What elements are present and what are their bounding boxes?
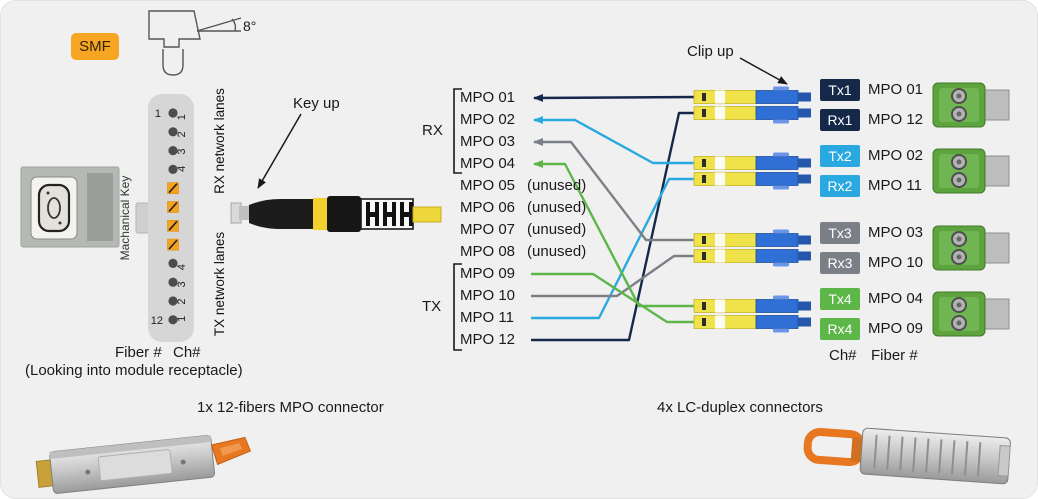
mechanical-key-label: Machanical Key xyxy=(118,176,132,261)
key-up-arrow xyxy=(257,113,302,189)
mpo-row-02: MPO 02 xyxy=(460,110,527,130)
mpo-row-label: MPO 08 xyxy=(460,243,516,260)
mpo-row-note: (unused) xyxy=(527,221,587,238)
rx-group-label: RX xyxy=(422,122,443,139)
rx3-fiber-label: MPO 10 xyxy=(868,254,924,271)
lc-duplex-connectors xyxy=(693,86,811,333)
ch-col-label-right: Ch# xyxy=(829,347,857,364)
tx2-fiber-label: MPO 02 xyxy=(868,147,924,164)
tx-bracket xyxy=(453,263,462,351)
tx4-badge: Tx4 xyxy=(820,288,860,310)
mpo-row-06: MPO 06 (unused) xyxy=(460,198,586,218)
tx3-badge: Tx3 xyxy=(820,222,860,244)
tx-group-label: TX xyxy=(422,298,442,315)
lc-adapter-2 xyxy=(932,148,1010,194)
lc-duplex-3 xyxy=(693,229,811,267)
mechanical-key-tab xyxy=(135,202,150,234)
mpo-row-label: MPO 10 xyxy=(460,287,516,304)
mpo-row-label: MPO 01 xyxy=(460,89,516,106)
rx-channel-numbers: 4 3 2 1 xyxy=(176,110,188,172)
clip-up-arrow xyxy=(739,57,788,85)
rx4-fiber-label: MPO 09 xyxy=(868,320,924,337)
mpo-row-10: MPO 10 xyxy=(460,286,527,306)
fiber-number-last: 12 xyxy=(151,315,163,327)
mpo-row-08: MPO 08 (unused) xyxy=(460,242,586,262)
rx3-badge: Rx3 xyxy=(820,252,860,274)
fiber-strip: 1 12 4 3 2 1 1 2 3 4 Machanical Key RX n… xyxy=(118,88,227,342)
rx1-badge: Rx1 xyxy=(820,109,860,131)
mpo-row-note: (unused) xyxy=(527,243,587,260)
rx-bracket xyxy=(453,88,462,174)
tx1-fiber-label: MPO 01 xyxy=(868,81,924,98)
lc-duplex-1 xyxy=(693,86,811,124)
tx1-badge: Tx1 xyxy=(820,79,860,101)
mpo-row-label: MPO 04 xyxy=(460,155,516,172)
rx1-fiber-label: MPO 12 xyxy=(868,111,924,128)
line-tx1-to-mpo01 xyxy=(533,93,697,102)
fiber-number-first: 1 xyxy=(155,108,161,120)
line-mpo12-to-rx1 xyxy=(531,111,696,342)
mpo-connector-drawing xyxy=(230,196,442,232)
tx3-fiber-label: MPO 03 xyxy=(868,224,924,241)
line-tx4-to-mpo04 xyxy=(533,160,696,308)
mpo-row-note: (unused) xyxy=(527,199,587,216)
mpo-transceiver-photo xyxy=(35,434,252,494)
mpo-row-label: MPO 06 xyxy=(460,199,516,216)
mpo-row-label: MPO 11 xyxy=(460,309,514,326)
mpo-row-11: MPO 11 xyxy=(460,308,526,328)
lc-adapter-3 xyxy=(932,225,1010,271)
lc-connectors-caption: 4x LC-duplex connectors xyxy=(657,399,823,416)
tx2-badge: Tx2 xyxy=(820,145,860,167)
rx2-fiber-label: MPO 11 xyxy=(868,177,922,194)
module-receptacle-photo xyxy=(20,166,120,248)
rx4-badge: Rx4 xyxy=(820,318,860,340)
fiber-col-label-right: Fiber # xyxy=(871,347,918,364)
rx-network-lanes-label: RX network lanes xyxy=(212,88,227,194)
angle-label: 8° xyxy=(243,18,257,34)
ch-col-label-left: Ch# xyxy=(173,344,201,361)
line-mpo09-to-rx4 xyxy=(531,272,696,324)
mpo-connector-caption: 1x 12-fibers MPO connector xyxy=(197,399,384,416)
mpo-row-07: MPO 07 (unused) xyxy=(460,220,586,240)
line-tx2-to-mpo02 xyxy=(533,116,696,165)
clip-up-label: Clip up xyxy=(687,43,734,60)
lc-adapter-4 xyxy=(932,291,1010,337)
key-up-label: Key up xyxy=(293,95,340,112)
lc-duplex-4 xyxy=(693,295,811,333)
fiber-routing-lines xyxy=(531,93,697,342)
mpo-row-label: MPO 07 xyxy=(460,221,516,238)
mpo-row-12: MPO 12 xyxy=(460,330,527,350)
mpo-row-03: MPO 03 xyxy=(460,132,527,152)
mpo-row-label: MPO 05 xyxy=(460,177,516,194)
fiber-col-label-left: Fiber # xyxy=(115,344,162,361)
mpo-row-label: MPO 03 xyxy=(460,133,516,150)
lc-duplex-2 xyxy=(693,152,811,190)
lc-adapter-1 xyxy=(932,82,1010,128)
lc-adapter-photos xyxy=(932,82,1010,337)
smf-badge: SMF xyxy=(71,33,119,60)
mpo-row-05: MPO 05 (unused) xyxy=(460,176,586,196)
mpo-row-01: MPO 01 xyxy=(460,88,527,108)
mpo-row-09: MPO 09 xyxy=(460,264,527,284)
mpo-row-note: (unused) xyxy=(527,177,587,194)
mpo-row-label: MPO 12 xyxy=(460,331,516,348)
mpo-row-label: MPO 02 xyxy=(460,111,516,128)
tx-network-lanes-label: TX network lanes xyxy=(212,232,227,337)
mpo-row-04: MPO 04 xyxy=(460,154,527,174)
mpo-row-label: MPO 09 xyxy=(460,265,516,282)
line-tx3-to-mpo03 xyxy=(533,138,696,242)
tx4-fiber-label: MPO 04 xyxy=(868,290,924,307)
receptacle-caption: (Looking into module receptacle) xyxy=(25,362,243,379)
line-mpo11-to-rx2 xyxy=(531,177,696,320)
lc-transceiver-photo xyxy=(803,427,1011,485)
tx-channel-numbers: 1 2 3 4 xyxy=(176,260,188,322)
line-mpo10-to-rx3 xyxy=(531,254,696,298)
rx2-badge: Rx2 xyxy=(820,175,860,197)
apc-ferrule-sketch-icon xyxy=(148,10,242,76)
